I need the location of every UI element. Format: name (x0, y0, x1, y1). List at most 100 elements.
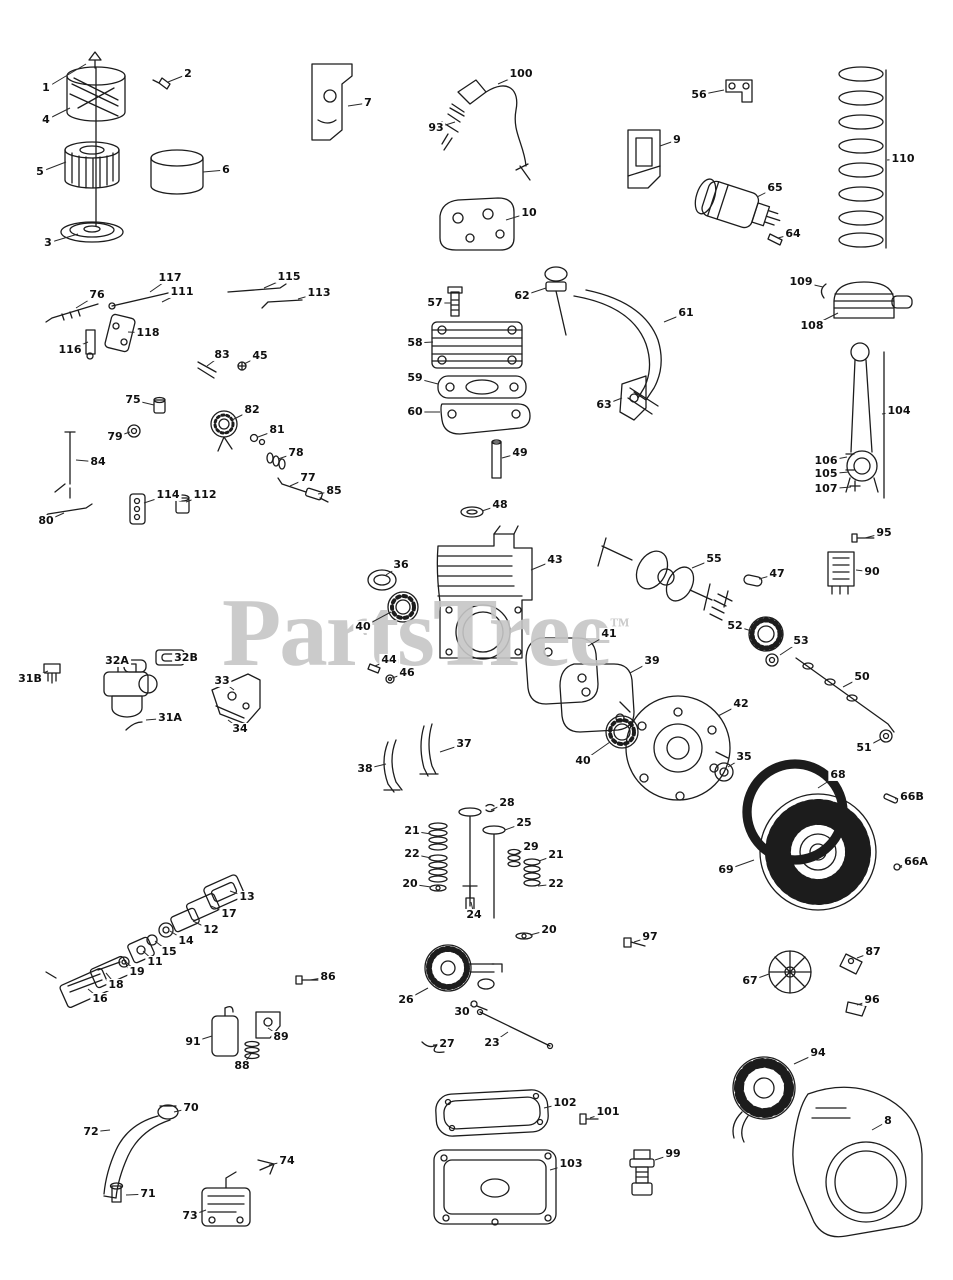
keeper-28-drawing (485, 803, 495, 813)
valves-and-springs-drawing (428, 803, 541, 940)
leader-line-46-61 (391, 672, 408, 679)
air-cleaner-assembly-drawing (60, 51, 204, 243)
leader-line-42-64 (717, 703, 742, 717)
leader-line-100-7 (497, 73, 522, 85)
leader-line-30-105 (461, 1004, 473, 1013)
leader-line-56-9 (698, 89, 725, 96)
screw-101-drawing (579, 1113, 599, 1125)
leader-line-107-49 (825, 486, 852, 490)
leader-line-5-3 (39, 161, 67, 173)
leader-line-112-33 (185, 494, 206, 503)
leader-line-8-121 (871, 1120, 889, 1131)
leader-line-43-52 (530, 559, 556, 571)
leader-line-116-20 (69, 341, 89, 351)
leader-line-118-21 (127, 331, 149, 334)
leader-line-117-16 (149, 277, 171, 293)
watermark-text: PartsTree (222, 579, 612, 686)
bracket-87-drawing (839, 953, 863, 975)
leader-line-78-28 (277, 452, 297, 460)
gasket-60-drawing (440, 403, 531, 435)
seal-36-drawing (367, 569, 397, 591)
leader-line-66B-77 (894, 796, 913, 800)
leader-line-67-108 (749, 973, 770, 982)
cylinder-head-58-drawing (431, 286, 523, 369)
leader-line-85-31 (317, 490, 335, 495)
fuel-line-31A-drawing (125, 721, 143, 731)
leader-line-82-26 (231, 409, 253, 421)
leader-line-89-102 (267, 1027, 282, 1038)
leader-line-38-75 (364, 763, 387, 770)
leader-line-81-27 (257, 429, 278, 438)
leader-line-21-81 (411, 830, 432, 835)
leader-line-80-34 (45, 512, 65, 522)
washer-53-drawing (765, 653, 779, 667)
leader-line-1-0 (45, 63, 87, 89)
clip-109-drawing (820, 283, 827, 299)
bolt-57-drawing (450, 291, 460, 317)
leader-line-106-47 (825, 456, 848, 462)
tappet-24-drawing (462, 885, 478, 907)
stator-94-drawing (732, 1056, 796, 1143)
lifter-rods-37-38-drawing (383, 723, 439, 793)
crankshaft-55-drawing (597, 537, 733, 621)
leader-line-114-32 (143, 494, 169, 504)
bearing-40-left-drawing (387, 591, 419, 623)
spring-88-drawing (244, 1040, 260, 1060)
leader-line-26-104 (405, 987, 429, 1001)
leader-line-73-115 (189, 1209, 207, 1217)
governor-rod-50-drawing (795, 657, 895, 733)
leader-line-27-107 (432, 1043, 448, 1046)
gear-52-drawing (748, 616, 784, 652)
oil-pan-103-drawing (433, 1149, 557, 1226)
leader-line-50-63 (842, 676, 863, 688)
small-bolts-44-46-drawing (367, 663, 395, 684)
leader-line-62-36 (521, 287, 547, 297)
pin-47-drawing (743, 574, 763, 587)
leader-line-37-74 (439, 743, 465, 753)
leader-line-102-116 (543, 1102, 566, 1109)
leader-line-69-78 (725, 859, 755, 871)
leader-line-74-113 (268, 1160, 288, 1166)
piston-108-drawing (820, 281, 913, 319)
breaker-box-73-drawing (201, 1171, 251, 1227)
screw-30-drawing (470, 1000, 488, 1011)
bearing-plate-42-drawing (619, 695, 731, 801)
screw-97-drawing (623, 937, 646, 948)
bracket-63-drawing (619, 375, 647, 421)
leader-line-97-90 (633, 936, 651, 943)
leader-line-79-25 (114, 431, 131, 438)
leader-line-2-2 (167, 73, 189, 83)
leader-line-29-84 (515, 846, 532, 855)
leader-line-111-17 (161, 291, 183, 303)
seal-35-drawing (714, 762, 734, 782)
leader-line-33-71 (221, 680, 235, 691)
leader-line-101-117 (589, 1111, 609, 1119)
leader-line-36-53 (385, 564, 402, 576)
leader-line-44-60 (374, 659, 390, 667)
leader-line-110-11 (886, 158, 904, 161)
leader-line-64-13 (777, 233, 794, 239)
leader-line-16-99 (87, 988, 101, 1000)
leader-line-88-103 (241, 1053, 252, 1067)
leader-line-24-88 (470, 901, 475, 916)
leader-line-45-23 (243, 355, 261, 365)
leader-line-3-5 (47, 233, 79, 244)
leader-line-84-29 (75, 459, 99, 463)
washer-51-drawing (879, 729, 893, 743)
leader-line-31B-68 (29, 670, 49, 680)
spark-plug-93-drawing (441, 103, 465, 151)
leader-line-9-10 (659, 139, 678, 147)
leader-line-12-93 (192, 920, 212, 931)
leader-line-113-19 (297, 292, 320, 300)
screw-2-drawing (152, 77, 171, 90)
spark-plug-and-wire-drawing (441, 79, 531, 181)
leader-line-20-89 (529, 929, 550, 936)
leader-line-91-101 (192, 1035, 213, 1043)
leader-line-21-85 (538, 854, 557, 862)
leader-line-68-76 (817, 774, 839, 789)
starter-motor-65-drawing (694, 178, 783, 246)
leader-line-115-18 (263, 276, 290, 289)
leader-line-20-86 (409, 883, 432, 888)
